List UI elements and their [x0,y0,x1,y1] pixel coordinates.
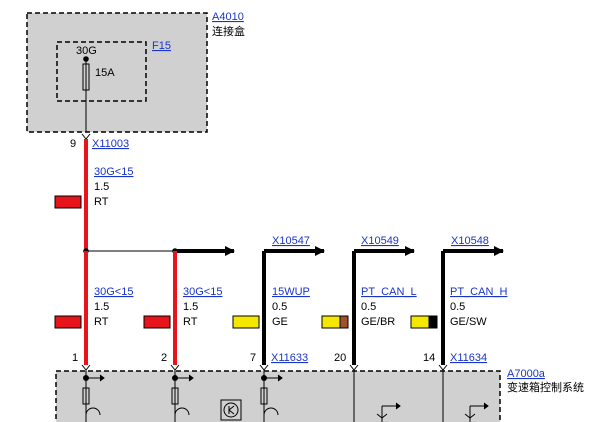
wire-4-gauge: 0.5 [361,301,376,313]
wire-top-color-swatch [54,195,82,209]
wire-3-signal[interactable]: 15WUP [272,286,310,298]
f15-rating: 15A [95,67,115,79]
x11634-link[interactable]: X11634 [450,352,487,364]
wire-top-gauge: 1.5 [94,181,109,193]
connector-chevron [81,364,91,371]
pin-14: 14 [423,352,435,364]
wire-1-gauge: 1.5 [94,301,109,313]
pin-2: 2 [161,352,167,364]
a7000a-id-link[interactable]: A7000a [507,368,546,380]
a4010-id-link[interactable]: A4010 [212,11,244,23]
x11633-link[interactable]: X11633 [271,352,308,364]
pin-9: 9 [70,138,76,150]
arrow-ref-x10549[interactable]: X10549 [361,235,399,247]
arrow-ref-x10548[interactable]: X10548 [451,235,489,247]
connector-chevron [170,364,180,371]
pin-7: 7 [250,352,256,364]
x11003-link[interactable]: X11003 [92,138,129,150]
wire-4-color-code: GE/BR [361,316,395,328]
wire-5-gauge: 0.5 [450,301,465,313]
wire-2-color-swatch [143,315,171,329]
wire-1-color-code: RT [94,316,109,328]
wire-4-signal[interactable]: PT_CAN_L [361,286,417,298]
f15-id-link[interactable]: F15 [152,40,171,52]
wire-3-gauge: 0.5 [272,301,287,313]
internal-circuit-5 [442,370,489,422]
connector-chevron [438,364,448,371]
wire-top-signal[interactable]: 30G<15 [94,166,133,178]
wire-5-color-code: GE/SW [450,316,487,328]
wire-1-signal[interactable]: 30G<15 [94,286,133,298]
wire-3-color-swatch [232,315,260,329]
wire-2-color-code: RT [183,316,198,328]
fuse-box-f15 [56,41,147,102]
connector-chevron [259,364,269,371]
a4010-name: 连接盒 [212,24,245,38]
arrow-ref-x10547[interactable]: X10547 [272,235,310,247]
wire-5-signal[interactable]: PT_CAN_H [450,286,508,298]
a7000a-name: 变速箱控制系统 [507,380,584,394]
pin-20: 20 [334,352,346,364]
connector-chevron [81,133,91,140]
internal-circuit-1 [82,370,105,422]
internal-circuit-3 [260,370,283,422]
wire-2-gauge: 1.5 [183,301,198,313]
wire-5-stripe [428,315,438,329]
wire-4-stripe [339,315,349,329]
connector-chevron [349,364,359,371]
wire-2-signal[interactable]: 30G<15 [183,286,222,298]
internal-circuit-2 [171,370,194,422]
internal-circuit-4 [353,370,401,422]
wire-1-color-swatch [54,315,82,329]
transistor-icon [220,399,242,421]
f15-terminal-label: 30G [76,45,97,57]
pin-1: 1 [72,352,78,364]
wire-top-color-code: RT [94,196,109,208]
wire-3-color-code: GE [272,316,288,328]
